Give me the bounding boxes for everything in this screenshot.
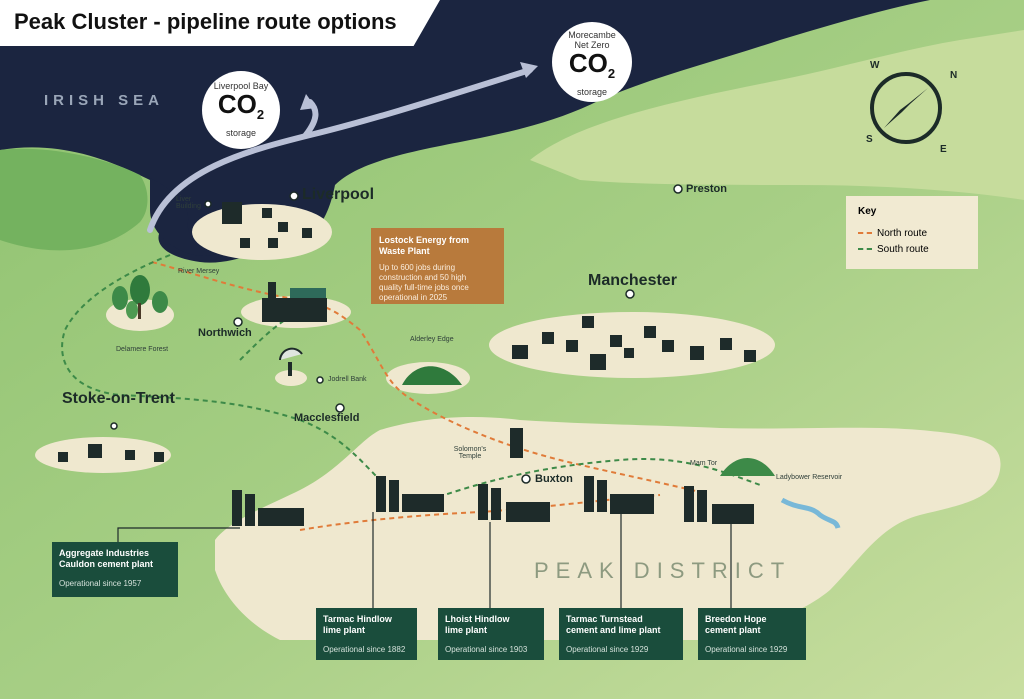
town-macclesfield: Macclesfield [294, 412, 360, 424]
liverpool-bay-co2-storage: Liverpool Bay CO2 storage [202, 71, 280, 149]
co2-storage-name: Liverpool Bay [213, 81, 269, 91]
callout-leaders [117, 512, 732, 608]
compass-w: W [870, 60, 880, 71]
north-route-swatch [858, 232, 872, 235]
landmark-delamere-forest: Delamere Forest [116, 346, 169, 353]
co2-storage-name: Morecambe Net Zero [568, 30, 616, 50]
city-manchester: Manchester [588, 272, 677, 289]
co2-storage-caption: storage [225, 128, 257, 139]
manchester-blob [489, 312, 775, 378]
breedon-hope-icon [684, 486, 754, 524]
delamere-trees [112, 275, 168, 319]
location-markers [110, 184, 683, 484]
south-route [61, 254, 381, 481]
town-preston: Preston [686, 183, 727, 195]
manchester-houses [512, 316, 756, 370]
peak-district-label: PEAK DISTRICT [534, 558, 792, 583]
south-route-upper [239, 319, 286, 361]
arrow-head-liverpool-bay [300, 94, 316, 110]
lostock-plant-icon [262, 282, 327, 322]
compass-n: N [950, 70, 958, 81]
co2-symbol: CO2 [568, 48, 616, 82]
town-buxton: Buxton [535, 473, 573, 485]
co2-symbol: CO2 [217, 89, 265, 123]
town-northwich: Northwich [198, 327, 252, 339]
south-route-swatch [858, 248, 872, 251]
compass-e: E [940, 144, 947, 155]
tarmac-turnstead-icon [584, 476, 654, 514]
map-key: Key North route South route [846, 196, 978, 269]
compass [870, 72, 942, 144]
city-liverpool: Liverpool [302, 186, 375, 203]
liverpool-houses [222, 202, 312, 248]
landmark-liver-building: Liver Building [176, 196, 201, 210]
north-route [151, 261, 701, 493]
solomons-temple-icon [510, 428, 523, 458]
mam-tor-hill-icon [720, 458, 775, 476]
jodrell-bank-icon [279, 347, 303, 376]
cauldon-plant-icon [232, 490, 304, 526]
title-banner: Peak Cluster - pipeline route options [0, 0, 440, 46]
key-south-route: South route [858, 244, 929, 255]
landmark-jodrell-bank: Jodrell Bank [328, 376, 367, 383]
key-heading: Key [858, 206, 877, 217]
landmark-river-mersey: River Mersey [178, 268, 220, 275]
co2-pipeline-arrow [147, 67, 533, 233]
alderley-hill-icon [402, 366, 462, 385]
landmark-solomons-temple: Solomon's Temple [453, 446, 487, 460]
co2-storage-caption: storage [576, 87, 608, 98]
jodrell-blob [275, 370, 307, 386]
wirral [0, 148, 148, 251]
morecambe-co2-storage: Morecambe Net Zero CO2 storage [552, 22, 632, 102]
key-north-route: North route [858, 228, 927, 239]
page-title: Peak Cluster - pipeline route options [14, 9, 397, 34]
arrow-head-morecambe [520, 62, 538, 78]
city-stoke: Stoke-on-Trent [62, 390, 175, 407]
irish-sea-label: IRISH SEA [44, 92, 165, 109]
landmark-alderley-edge: Alderley Edge [410, 336, 454, 343]
stoke-houses [58, 444, 164, 462]
stoke-blob [35, 437, 171, 473]
lhoist-hindlow-icon [478, 484, 550, 522]
landmark-mam-tor: Mam Tor [690, 460, 718, 467]
compass-s: S [866, 134, 873, 145]
peak-district-area [215, 417, 1001, 640]
tarmac-hindlow-icon [376, 476, 444, 512]
ladybower-water [780, 497, 841, 529]
landmark-ladybower: Ladybower Reservoir [776, 474, 843, 481]
